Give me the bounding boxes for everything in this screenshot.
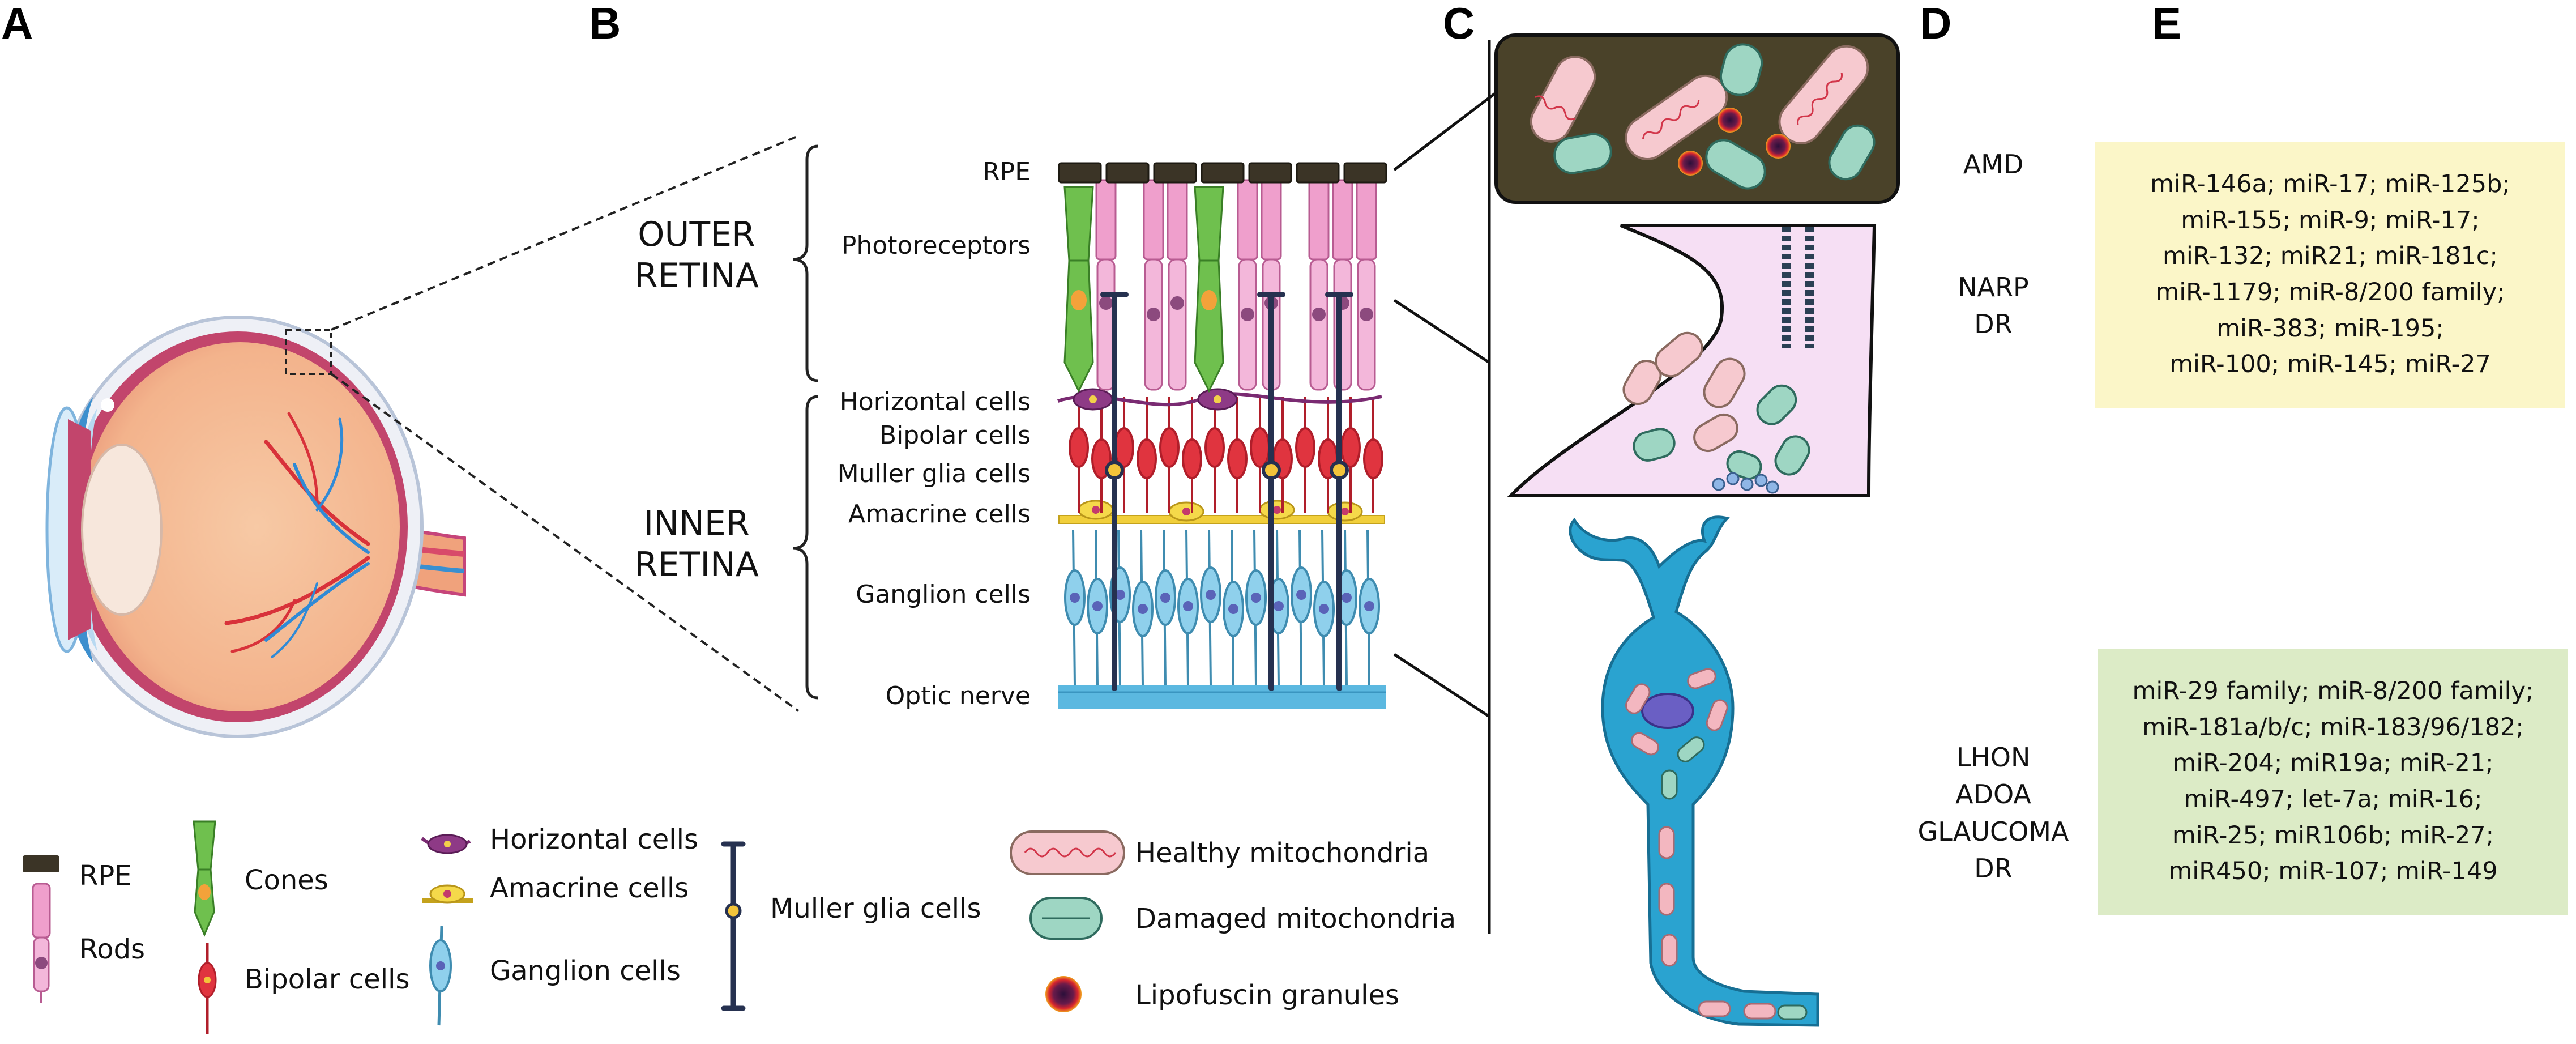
legend-horizontal-icon <box>421 834 471 854</box>
eye-illustration <box>45 316 466 738</box>
layer-label-optic-nerve: Optic nerve <box>885 681 1031 710</box>
legend-amacrine-icon <box>422 884 473 904</box>
mirna-line: miR450; miR-107; miR-149 <box>2168 857 2498 886</box>
legend-label-lipofuscin: Lipofuscin granules <box>1135 979 1399 1011</box>
mirna-line: miR-181a/b/c; miR-183/96/182; <box>2142 713 2524 742</box>
mirna-line: miR-132; miR21; miR-181c; <box>2163 242 2498 271</box>
layer-label-amacrine: Amacrine cells <box>848 500 1031 529</box>
mirna-box-amd-narp: miR-146a; miR-17; miR-125b; miR-155; miR… <box>2095 142 2565 408</box>
legend-label-healthy-mito: Healthy mitochondria <box>1135 837 1430 869</box>
mirna-line: miR-497; let-7a; miR-16; <box>2184 785 2483 813</box>
disease-narp-dr: NARP DR <box>1958 272 2029 340</box>
panel-letter-a: A <box>1 0 33 48</box>
bipolar-cell-row <box>1069 397 1383 513</box>
disease-group-lhon: LHON ADOA GLAUCOMA DR <box>1917 742 2069 884</box>
retina-braces <box>792 144 819 700</box>
rpe-layer <box>1058 162 1387 184</box>
layer-label-bipolar: Bipolar cells <box>879 421 1031 450</box>
legend-icons <box>23 820 1125 1034</box>
disease-amd: AMD <box>1963 149 2024 180</box>
mirna-line: miR-155; miR-9; miR-17; <box>2181 206 2480 235</box>
legend-ganglion-icon <box>429 926 452 1026</box>
legend-label-bipolar: Bipolar cells <box>245 964 410 995</box>
layer-label-ganglion: Ganglion cells <box>856 580 1031 609</box>
zoom-line-bottom <box>330 373 800 712</box>
panel-letter-c: C <box>1443 0 1475 48</box>
panel-letter-e: E <box>2152 0 2182 48</box>
connector-lines <box>1393 40 1496 934</box>
legend-muller-icon <box>721 841 746 1011</box>
legend-label-rods: Rods <box>79 934 146 965</box>
ganglion-neuron-closeup <box>1569 515 1819 1027</box>
layer-label-photoreceptors: Photoreceptors <box>841 231 1031 260</box>
legend-label-damaged-mito: Damaged mitochondria <box>1135 903 1456 935</box>
legend-damaged-mito-icon <box>1029 897 1103 940</box>
horizontal-cell-row <box>1057 388 1382 411</box>
mirna-line: miR-383; miR-195; <box>2216 314 2444 343</box>
legend-rod-icon <box>32 883 51 1003</box>
mirna-line: miR-29 family; miR-8/200 family; <box>2132 677 2534 706</box>
amacrine-cell-row <box>1058 500 1385 524</box>
legend-label-rpe: RPE <box>79 860 132 892</box>
rod-cells <box>1095 179 1377 391</box>
mirna-line: miR-25; miR106b; miR-27; <box>2172 821 2494 850</box>
mirna-box-lhon-glaucoma: miR-29 family; miR-8/200 family; miR-181… <box>2098 649 2568 915</box>
legend-label-amacrine: Amacrine cells <box>490 872 689 904</box>
panel-letter-b: B <box>589 0 621 48</box>
legend-label-ganglion: Ganglion cells <box>490 955 681 987</box>
mirna-line: miR-146a; miR-17; miR-125b; <box>2150 170 2510 199</box>
legend-bipolar-icon <box>198 943 217 1034</box>
mirna-line: miR-100; miR-145; miR-27 <box>2169 350 2491 379</box>
mirna-line: miR-204; miR19a; miR-21; <box>2172 749 2494 778</box>
mirna-line: miR-1179; miR-8/200 family; <box>2155 278 2505 306</box>
layer-label-rpe: RPE <box>982 157 1031 186</box>
outer-retina-label: OUTER RETINA <box>634 215 759 296</box>
rpe-cell-closeup <box>1494 33 1900 204</box>
panel-letter-d: D <box>1920 0 1952 48</box>
legend-label-horizontal: Horizontal cells <box>490 824 698 855</box>
ganglion-cell-row <box>1064 529 1380 686</box>
zoom-line-top <box>331 135 799 331</box>
inner-retina-label: INNER RETINA <box>634 504 759 585</box>
legend-lipofuscin-icon <box>1045 976 1082 1012</box>
layer-label-muller: Muller glia cells <box>837 459 1031 488</box>
cone-cells <box>1063 186 1224 393</box>
legend-rpe-icon <box>23 855 59 872</box>
legend-healthy-mito-icon <box>1010 830 1125 875</box>
muller-glia-cells <box>1100 292 1353 691</box>
legend-label-muller: Muller glia cells <box>770 893 981 924</box>
photoreceptor-closeup <box>1506 224 1877 497</box>
layer-label-horizontal: Horizontal cells <box>839 387 1031 416</box>
legend-cone-icon <box>193 820 216 937</box>
legend-label-cones: Cones <box>245 864 328 896</box>
